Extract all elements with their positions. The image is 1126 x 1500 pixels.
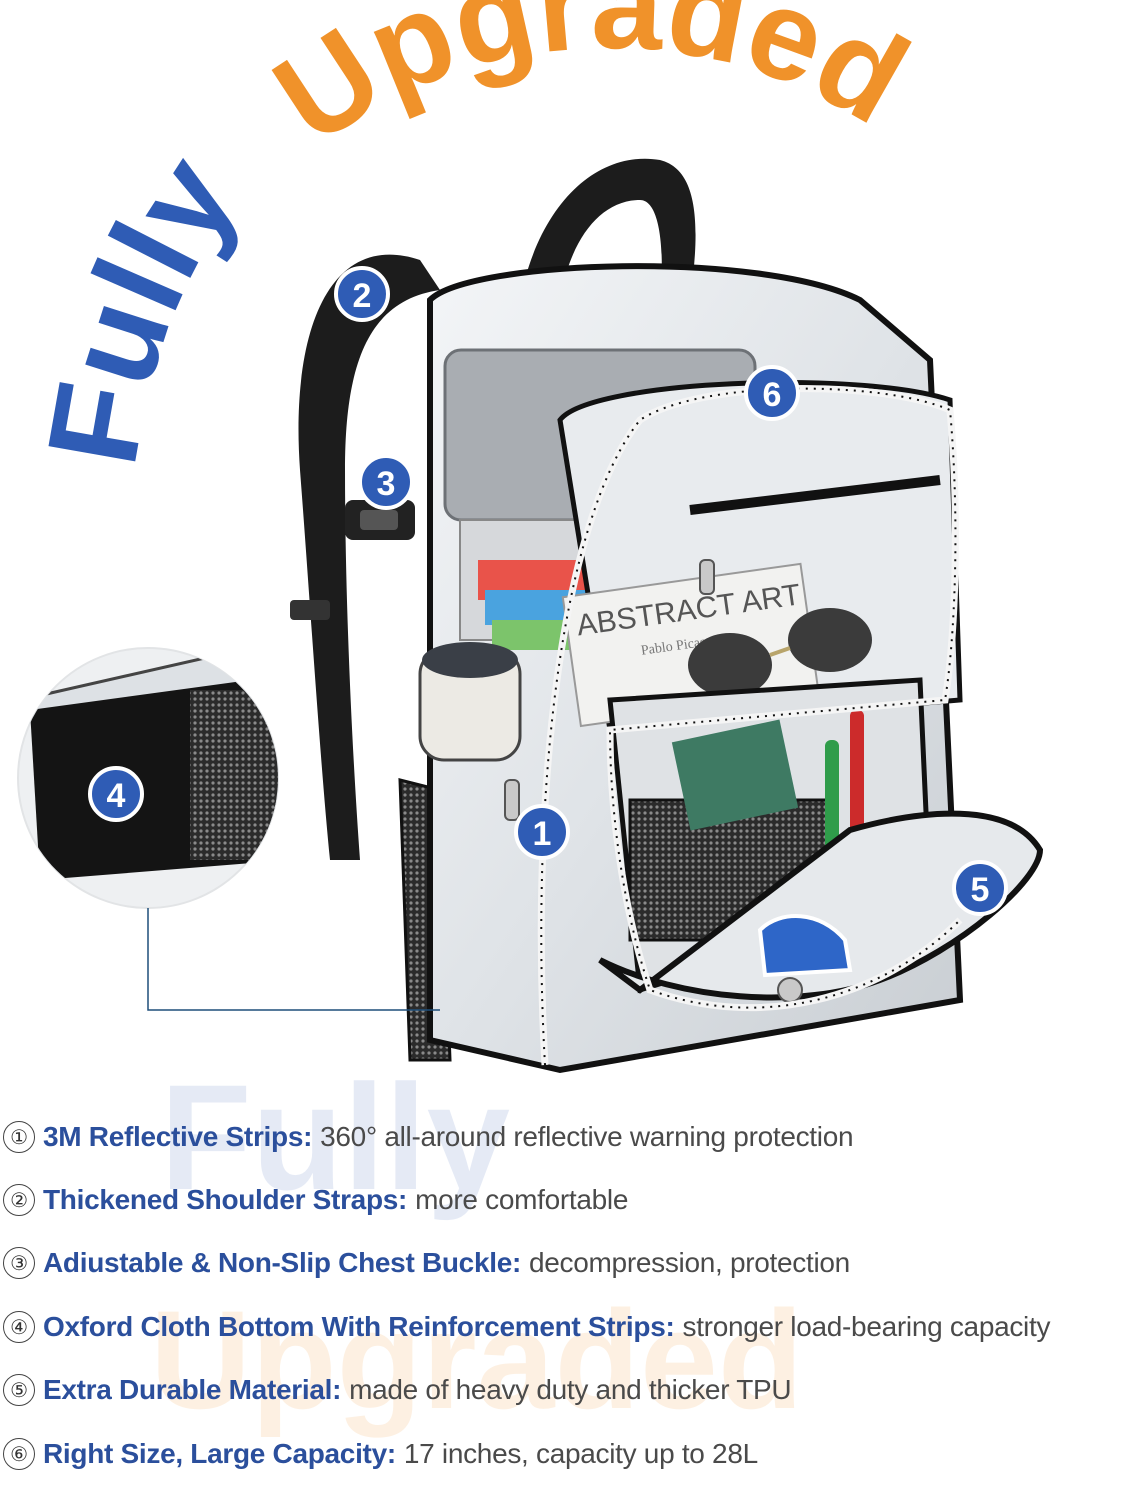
- feature-number: ⑥: [3, 1437, 35, 1470]
- svg-text:3: 3: [377, 465, 396, 503]
- feature-description: decompression, protection: [529, 1247, 850, 1279]
- feature-item-shoulder-straps: ② Thickened Shoulder Straps: more comfor…: [0, 1168, 1126, 1231]
- bottom-closeup-inset: [17, 647, 440, 1011]
- feature-number: ④: [3, 1310, 35, 1343]
- feature-colon: :: [511, 1247, 522, 1279]
- feature-item-reflective-strips: ① 3M Reflective Strips: 360° all-around …: [0, 1105, 1126, 1168]
- feature-item-oxford-bottom: ④ Oxford Cloth Bottom With Reinforcement…: [0, 1295, 1126, 1358]
- feature-colon: :: [665, 1310, 675, 1342]
- backpack-body: ABSTRACT ART Pablo Picasso: [398, 263, 1044, 1074]
- feature-title: Right Size, Large Capacity: [43, 1437, 387, 1469]
- feature-description: more comfortable: [415, 1184, 629, 1216]
- badge-1: 1: [514, 804, 570, 860]
- headline-fully: Fully: [20, 132, 263, 475]
- feature-colon: :: [332, 1374, 342, 1406]
- shoulder-straps: [290, 158, 696, 861]
- svg-text:6: 6: [763, 376, 782, 414]
- feature-description: 360° all-around reflective warning prote…: [320, 1120, 854, 1152]
- svg-text:4: 4: [107, 777, 126, 815]
- badge-5: 5: [952, 860, 1008, 916]
- feature-number: ①: [3, 1120, 35, 1153]
- svg-text:1: 1: [533, 815, 552, 853]
- feature-item-chest-buckle: ③ Adiustable & Non-Slip Chest Buckle: de…: [0, 1232, 1126, 1295]
- feature-number: ②: [3, 1184, 35, 1217]
- feature-number: ⑤: [3, 1374, 35, 1407]
- feature-title: 3M Reflective Strips: [43, 1120, 304, 1152]
- badge-3: 3: [358, 454, 414, 510]
- feature-colon: :: [398, 1184, 408, 1216]
- feature-item-durable-material: ⑤ Extra Durable Material: made of heavy …: [0, 1359, 1126, 1422]
- feature-title: Thickened Shoulder Straps: [43, 1184, 399, 1216]
- feature-list: ① 3M Reflective Strips: 360° all-around …: [0, 1105, 1126, 1485]
- feature-description: made of heavy duty and thicker TPU: [349, 1374, 792, 1406]
- svg-text:5: 5: [971, 871, 990, 909]
- badge-2: 2: [334, 266, 390, 322]
- feature-title: Extra Durable Material: [43, 1374, 333, 1406]
- feature-colon: :: [386, 1437, 396, 1469]
- sunglasses: [688, 608, 872, 697]
- badge-6: 6: [744, 365, 800, 421]
- badge-4: 4: [88, 766, 144, 822]
- feature-title: Oxford Cloth Bottom With Reinforcement S…: [43, 1310, 666, 1342]
- headline-upgraded: Upgraded: [250, 0, 930, 171]
- svg-text:2: 2: [353, 277, 372, 315]
- feature-description: 17 inches, capacity up to 28L: [403, 1437, 758, 1469]
- feature-item-capacity: ⑥ Right Size, Large Capacity: 17 inches,…: [0, 1422, 1126, 1485]
- sneaker-keychain: [757, 914, 853, 1003]
- feature-colon: :: [303, 1120, 313, 1152]
- feature-title: Adiustable & Non-Slip Chest Buckle: [43, 1247, 512, 1279]
- feature-description: stronger load-bearing capacity: [682, 1310, 1051, 1342]
- feature-number: ③: [3, 1247, 35, 1280]
